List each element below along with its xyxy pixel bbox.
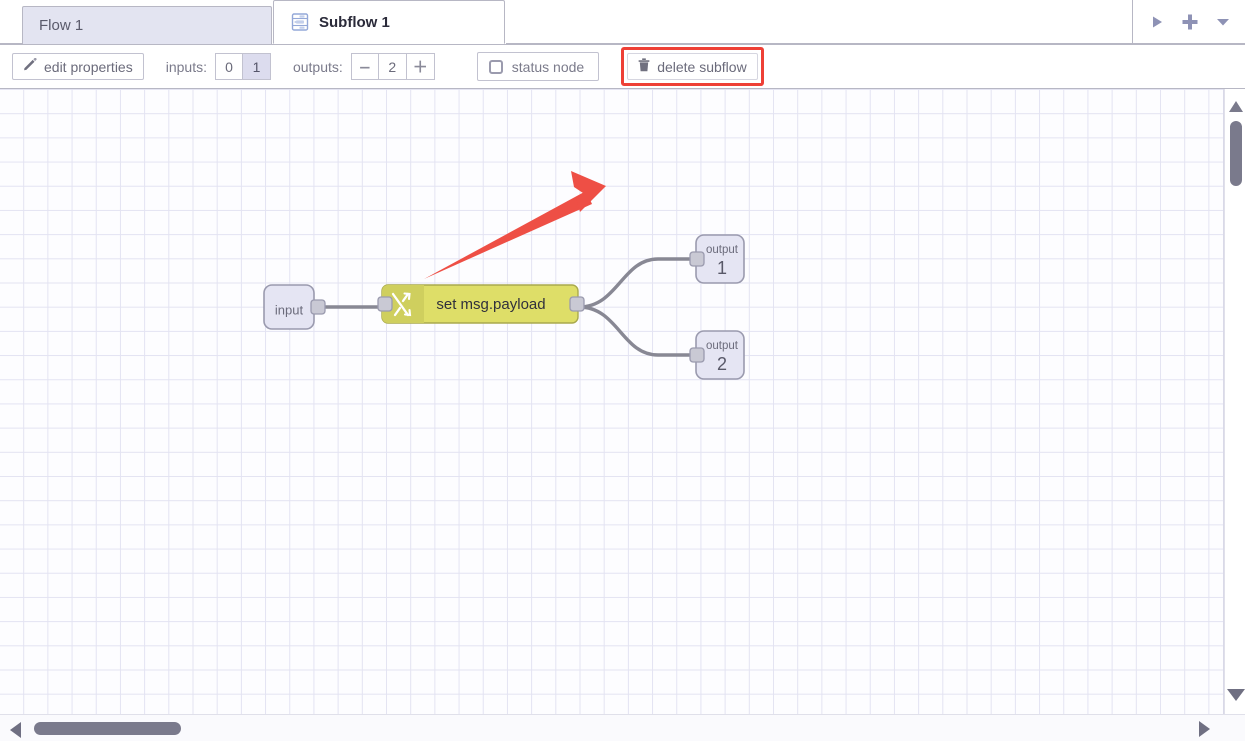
flow-canvas-svg: input set msg.payload — [263, 171, 745, 380]
change-node-input-port[interactable] — [377, 296, 393, 312]
status-node-toggle[interactable]: status node — [476, 52, 600, 81]
node-subflow-input[interactable]: input — [263, 284, 326, 330]
trash-icon — [638, 58, 650, 75]
node-subflow-output-1[interactable]: output 1 — [689, 234, 745, 284]
change-node-output-port[interactable] — [569, 296, 585, 312]
horizontal-scroll-thumb[interactable] — [34, 722, 181, 735]
flow-canvas-grid[interactable]: input set msg.payload — [0, 89, 1224, 714]
tab-subflow-1-label: Subflow 1 — [319, 13, 390, 31]
delete-subflow-highlight: delete subflow — [621, 47, 764, 86]
delete-subflow-button[interactable]: delete subflow — [627, 53, 758, 80]
node-output-1-number: 1 — [717, 258, 727, 278]
tab-bar-tools — [1132, 0, 1245, 44]
outputs-label: outputs: — [292, 58, 343, 75]
inputs-option-1[interactable]: 1 — [242, 53, 271, 80]
play-icon[interactable] — [1149, 14, 1165, 30]
node-input-label: input — [275, 302, 304, 317]
subflow-toolbar: edit properties inputs: 0 1 outputs: ‒ 2… — [0, 45, 1245, 89]
tab-menu-chevron-down-icon[interactable] — [1215, 16, 1231, 28]
vertical-scrollbar[interactable] — [1224, 89, 1245, 714]
output-2-input-port[interactable] — [689, 347, 705, 363]
outputs-increment-button[interactable]: ＋ — [406, 53, 435, 80]
wire-change-to-output-2 — [577, 305, 697, 357]
node-subflow-output-2[interactable]: output 2 — [689, 330, 745, 380]
tab-flow-1-label: Flow 1 — [39, 17, 84, 34]
node-change-label: set msg.payload — [436, 296, 545, 313]
edit-properties-button[interactable]: edit properties — [12, 53, 144, 80]
scroll-left-arrow[interactable] — [10, 722, 21, 738]
outputs-stepper[interactable]: ‒ 2 ＋ — [350, 53, 435, 80]
scroll-up-arrow[interactable] — [1229, 101, 1243, 112]
annotation-red-arrow — [424, 171, 606, 279]
delete-subflow-label: delete subflow — [657, 58, 747, 75]
subflow-icon — [290, 12, 310, 32]
wire-change-to-output-1 — [577, 257, 697, 309]
tab-subflow-1[interactable]: Subflow 1 — [273, 0, 505, 44]
tab-bar-filler — [506, 0, 1132, 44]
vertical-scroll-thumb[interactable] — [1229, 121, 1242, 186]
status-node-label: status node — [511, 58, 585, 75]
outputs-value: 2 — [378, 53, 407, 80]
node-change-set-msg-payload[interactable]: set msg.payload — [377, 284, 585, 324]
shuffle-icon — [391, 292, 412, 317]
inputs-label: inputs: — [165, 58, 207, 75]
scroll-right-arrow[interactable] — [1199, 721, 1210, 737]
tab-flow-1[interactable]: Flow 1 — [22, 6, 272, 44]
flow-tab-bar: Flow 1 Subflow 1 — [0, 0, 1245, 45]
node-output-2-number: 2 — [717, 354, 727, 374]
outputs-decrement-button[interactable]: ‒ — [350, 53, 379, 80]
node-output-2-label: output — [706, 340, 739, 352]
inputs-selector[interactable]: 0 1 — [214, 53, 271, 80]
output-1-input-port[interactable] — [689, 251, 705, 267]
horizontal-scrollbar[interactable] — [0, 714, 1245, 741]
input-node-output-port[interactable] — [310, 299, 326, 315]
add-tab-icon[interactable] — [1181, 13, 1199, 31]
node-output-1-label: output — [706, 244, 739, 256]
pencil-icon — [23, 57, 37, 75]
flow-canvas-container: input set msg.payload — [0, 89, 1245, 741]
status-node-checkbox-icon[interactable] — [488, 59, 503, 74]
tab-bar-left-gutter — [0, 0, 22, 44]
edit-properties-label: edit properties — [44, 58, 133, 75]
inputs-option-0[interactable]: 0 — [214, 53, 243, 80]
scroll-down-arrow[interactable] — [1227, 689, 1245, 701]
